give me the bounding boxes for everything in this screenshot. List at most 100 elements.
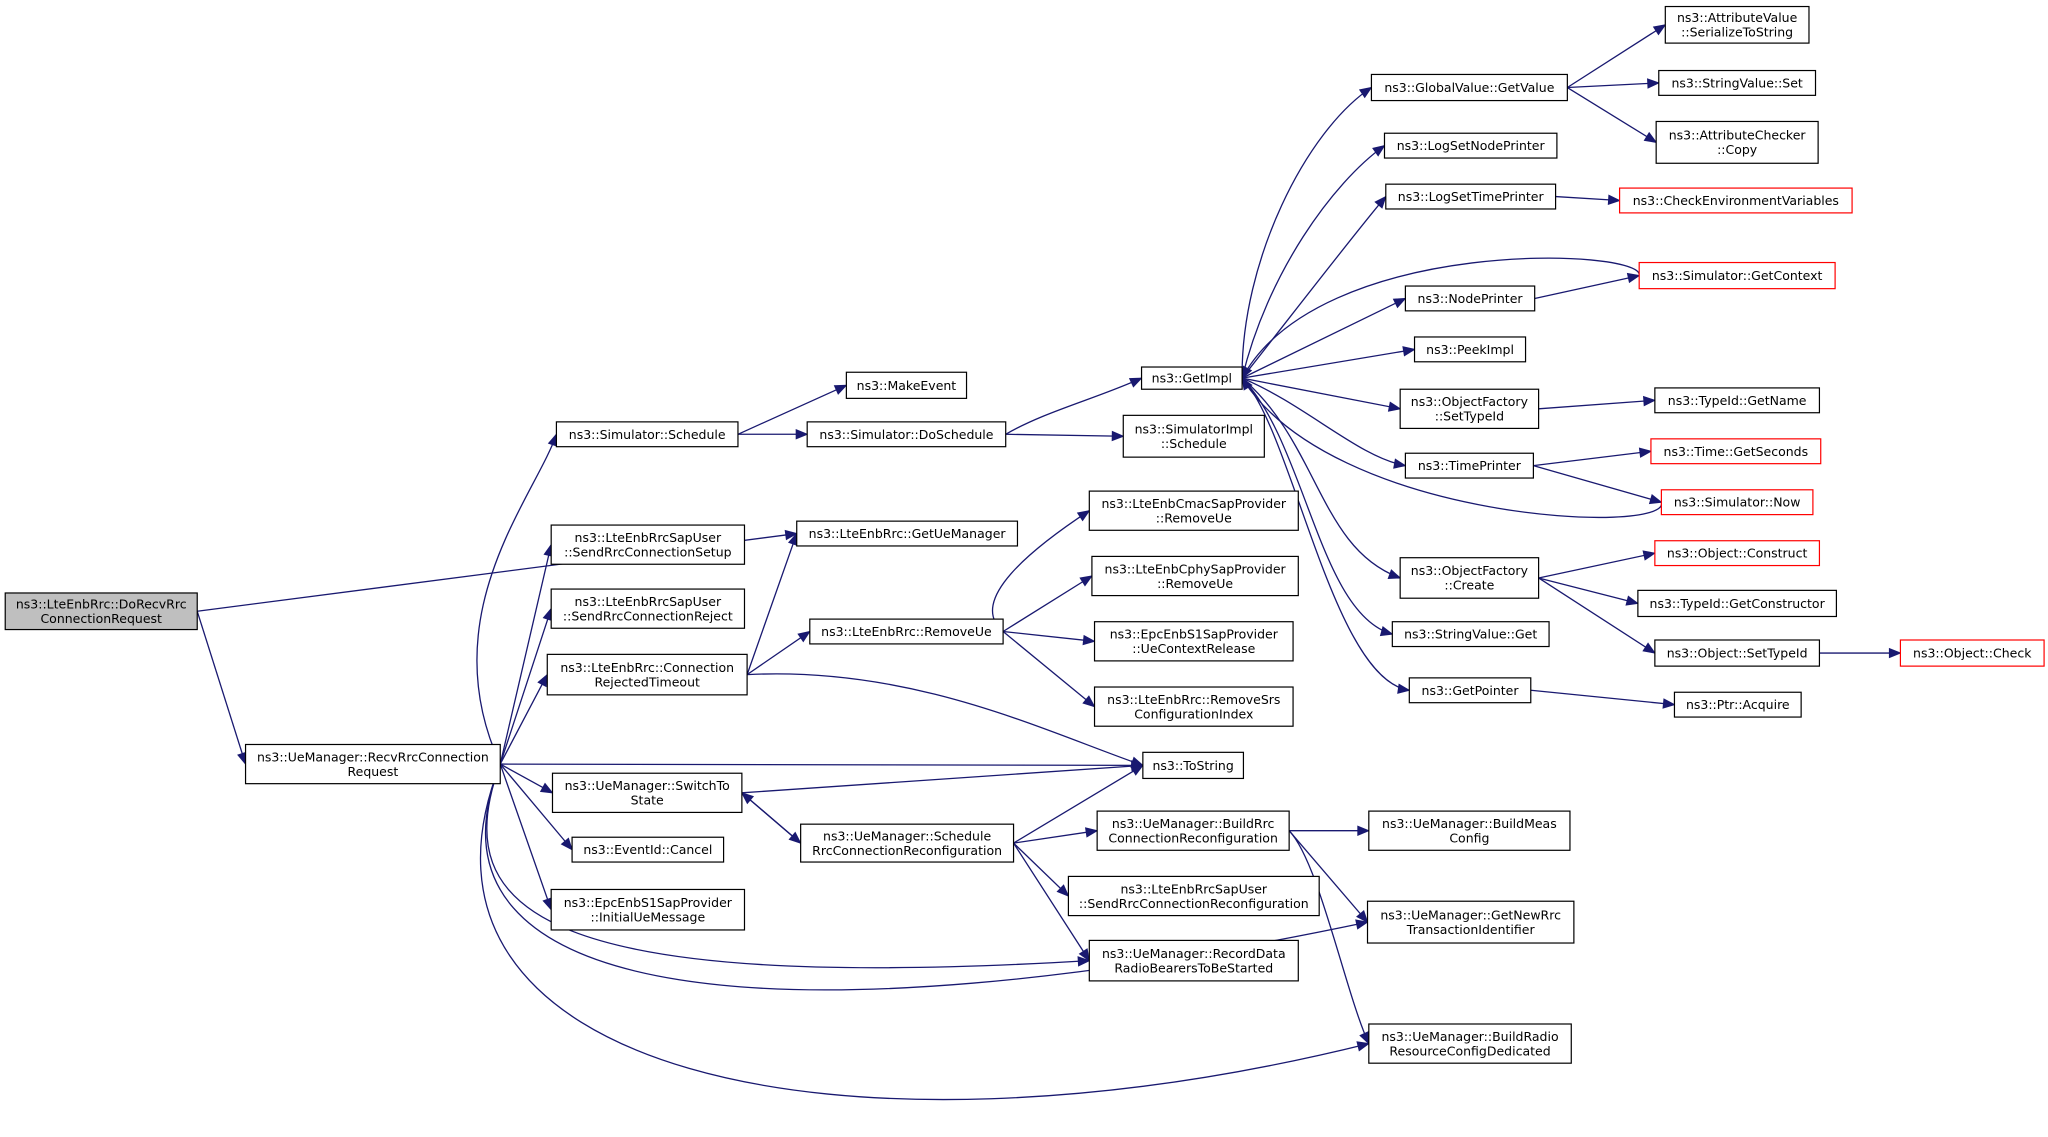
node-box (555, 421, 739, 448)
node-objsettid[interactable]: ns3::Object::SetTypeId (1654, 639, 1821, 667)
arrowhead-objsettid-to-objcheck (1888, 647, 1902, 659)
node-objcheck[interactable]: ns3::Object::Check (1899, 639, 2045, 667)
node-newrrc[interactable]: ns3::UeManager::GetNewRrcTransactionIden… (1366, 900, 1575, 944)
node-label: RejectedTimeout (594, 674, 700, 689)
node-rmsrs[interactable]: ns3::LteEnbRrc::RemoveSrsConfigurationIn… (1093, 686, 1294, 727)
node-box (1142, 751, 1245, 780)
node-label: ns3::Object::Check (1913, 646, 2032, 661)
node-getctx[interactable]: ns3::Simulator::GetContext (1638, 261, 1836, 290)
node-tostring[interactable]: ns3::ToString (1142, 751, 1245, 780)
node-label: ns3::Simulator::DoSchedule (819, 427, 993, 442)
node-simnow[interactable]: ns3::Simulator::Now (1660, 489, 1814, 516)
node-attrcopy[interactable]: ns3::AttributeChecker::Copy (1655, 120, 1819, 164)
arrowhead-getimpl-to-timeprn (1393, 458, 1407, 469)
node-label: ns3::LteEnbCphySapProvider (1105, 561, 1287, 576)
node-ptracq[interactable]: ns3::Ptr::Acquire (1673, 691, 1802, 718)
arrowhead-buildrrc-to-buildradio (1359, 1030, 1370, 1045)
edge-ofsettid-to-tidname (1538, 399, 1655, 410)
node-objconst[interactable]: ns3::Object::Construct (1654, 540, 1821, 567)
edge-globalget-to-attrcopy (1567, 86, 1657, 143)
edge-getimpl-to-getptr (1241, 377, 1410, 691)
node-implsched[interactable]: ns3::SimulatorImpl::Schedule (1122, 414, 1265, 458)
node-strset[interactable]: ns3::StringValue::Set (1658, 69, 1817, 96)
node-makeevent[interactable]: ns3::MakeEvent (845, 371, 968, 399)
node-label: ns3::PeekImpl (1426, 342, 1514, 357)
arrowhead-getimpl-to-getptr (1397, 683, 1411, 694)
node-logtime[interactable]: ns3::LogSetTimePrinter (1385, 183, 1557, 210)
edge-recv-to-buildradio (479, 763, 1369, 1101)
node-attrser[interactable]: ns3::AttributeValue::SerializeToString (1664, 5, 1810, 44)
edge-ofcreate-to-objsettid (1538, 577, 1656, 654)
node-label: ns3::TimePrinter (1418, 458, 1522, 473)
node-strget[interactable]: ns3::StringValue::Get (1391, 621, 1550, 648)
node-ofcreate[interactable]: ns3::ObjectFactory::Create (1399, 557, 1540, 599)
arrowhead-root-to-getuemgr (784, 529, 799, 541)
node-box (1618, 187, 1853, 214)
node-cmacrm[interactable]: ns3::LteEnbCmacSapProvider::RemoveUe (1088, 490, 1299, 531)
node-recdata[interactable]: ns3::UeManager::RecordDataRadioBearersTo… (1088, 939, 1299, 982)
node-label: ns3::LteEnbRrc::GetUeManager (809, 526, 1007, 541)
node-s1ctx[interactable]: ns3::EpcEnbS1SapProvider::UeContextRelea… (1093, 621, 1294, 662)
node-schedrrc[interactable]: ns3::UeManager::ScheduleRrcConnectionRec… (800, 823, 1015, 863)
edge-recv-to-connrej (499, 674, 548, 765)
node-label: ns3::EventId::Cancel (583, 842, 712, 857)
node-lognode[interactable]: ns3::LogSetNodePrinter (1383, 132, 1558, 159)
node-simsched[interactable]: ns3::Simulator::Schedule (555, 421, 739, 448)
node-label: ns3::LteEnbRrc::RemoveSrs (1107, 692, 1280, 707)
arrowhead-logtime-to-checkenv (1607, 194, 1621, 206)
node-box (1637, 589, 1838, 618)
node-label: ns3::UeManager::RecordData (1102, 946, 1286, 961)
node-evcancel[interactable]: ns3::EventId::Cancel (571, 836, 725, 863)
node-sendsetup[interactable]: ns3::LteEnbRrcSapUser::SendRrcConnection… (550, 524, 746, 565)
edge-dosched-to-getimpl (1005, 377, 1142, 435)
node-globalget[interactable]: ns3::GlobalValue::GetValue (1370, 73, 1568, 102)
node-box (1654, 387, 1821, 414)
arrowhead-ofcreate-to-objconst (1642, 550, 1657, 561)
node-box (800, 823, 1015, 863)
edge-getctx-to-getimpl (1241, 257, 1640, 379)
node-label: ns3::ObjectFactory (1411, 394, 1529, 409)
node-tidctor[interactable]: ns3::TypeId::GetConstructor (1637, 589, 1838, 618)
node-label: Config (1449, 830, 1489, 845)
node-getsec[interactable]: ns3::Time::GetSeconds (1650, 438, 1822, 465)
node-buildradio[interactable]: ns3::UeManager::BuildRadioResourceConfig… (1368, 1023, 1572, 1064)
node-dosched[interactable]: ns3::Simulator::DoSchedule (806, 421, 1007, 448)
edge-dosched-to-implsched (1005, 433, 1124, 437)
node-connrej[interactable]: ns3::LteEnbRrc::ConnectionRejectedTimeou… (546, 653, 748, 696)
node-checkenv[interactable]: ns3::CheckEnvironmentVariables (1618, 187, 1853, 214)
edge-buildrrc-to-newrrc (1288, 830, 1369, 923)
node-getimpl[interactable]: ns3::GetImpl (1140, 366, 1243, 390)
node-cphyrm[interactable]: ns3::LteEnbCphySapProvider::RemoveUe (1091, 555, 1299, 597)
node-box (1673, 691, 1802, 718)
edge-recv-to-sendreject (499, 608, 552, 765)
node-tidname[interactable]: ns3::TypeId::GetName (1654, 387, 1821, 414)
node-initmsg[interactable]: ns3::EpcEnbS1SapProvider::InitialUeMessa… (550, 888, 746, 931)
node-label: ::SendRrcConnectionReconfiguration (1079, 896, 1309, 911)
node-box (1088, 490, 1299, 531)
node-buildrrc[interactable]: ns3::UeManager::BuildRrcConnectionReconf… (1096, 810, 1290, 851)
node-nodeprn[interactable]: ns3::NodePrinter (1404, 285, 1536, 312)
node-timeprn[interactable]: ns3::TimePrinter (1404, 452, 1534, 479)
arrowhead-timeprn-to-simnow (1648, 494, 1663, 505)
edge-timeprn-to-simnow (1533, 465, 1662, 503)
arrowhead-schedrrc-to-buildrrc (1084, 827, 1099, 838)
node-label: ns3::Ptr::Acquire (1686, 697, 1790, 712)
arrowhead-recv-to-initmsg (542, 897, 553, 911)
node-box (550, 524, 746, 565)
edge-globalget-to-attrser (1566, 24, 1666, 89)
node-getuemgr[interactable]: ns3::LteEnbRrc::GetUeManager (796, 520, 1019, 547)
arrowhead-getimpl-to-strget (1379, 626, 1394, 637)
node-sendreject[interactable]: ns3::LteEnbRrcSapUser::SendRrcConnection… (550, 588, 746, 629)
node-label: ::RemoveUe (1156, 510, 1232, 525)
arrowhead-buildrrc-to-buildmeas (1357, 825, 1371, 836)
node-getptr[interactable]: ns3::GetPointer (1408, 677, 1532, 704)
node-label: ns3::MakeEvent (857, 378, 957, 393)
node-peekimpl[interactable]: ns3::PeekImpl (1413, 336, 1527, 363)
node-ofsettid[interactable]: ns3::ObjectFactory::SetTypeId (1399, 388, 1540, 430)
node-sendreconf[interactable]: ns3::LteEnbRrcSapUser::SendRrcConnection… (1067, 875, 1320, 917)
node-removeue[interactable]: ns3::LteEnbRrc::RemoveUe (809, 618, 1004, 645)
